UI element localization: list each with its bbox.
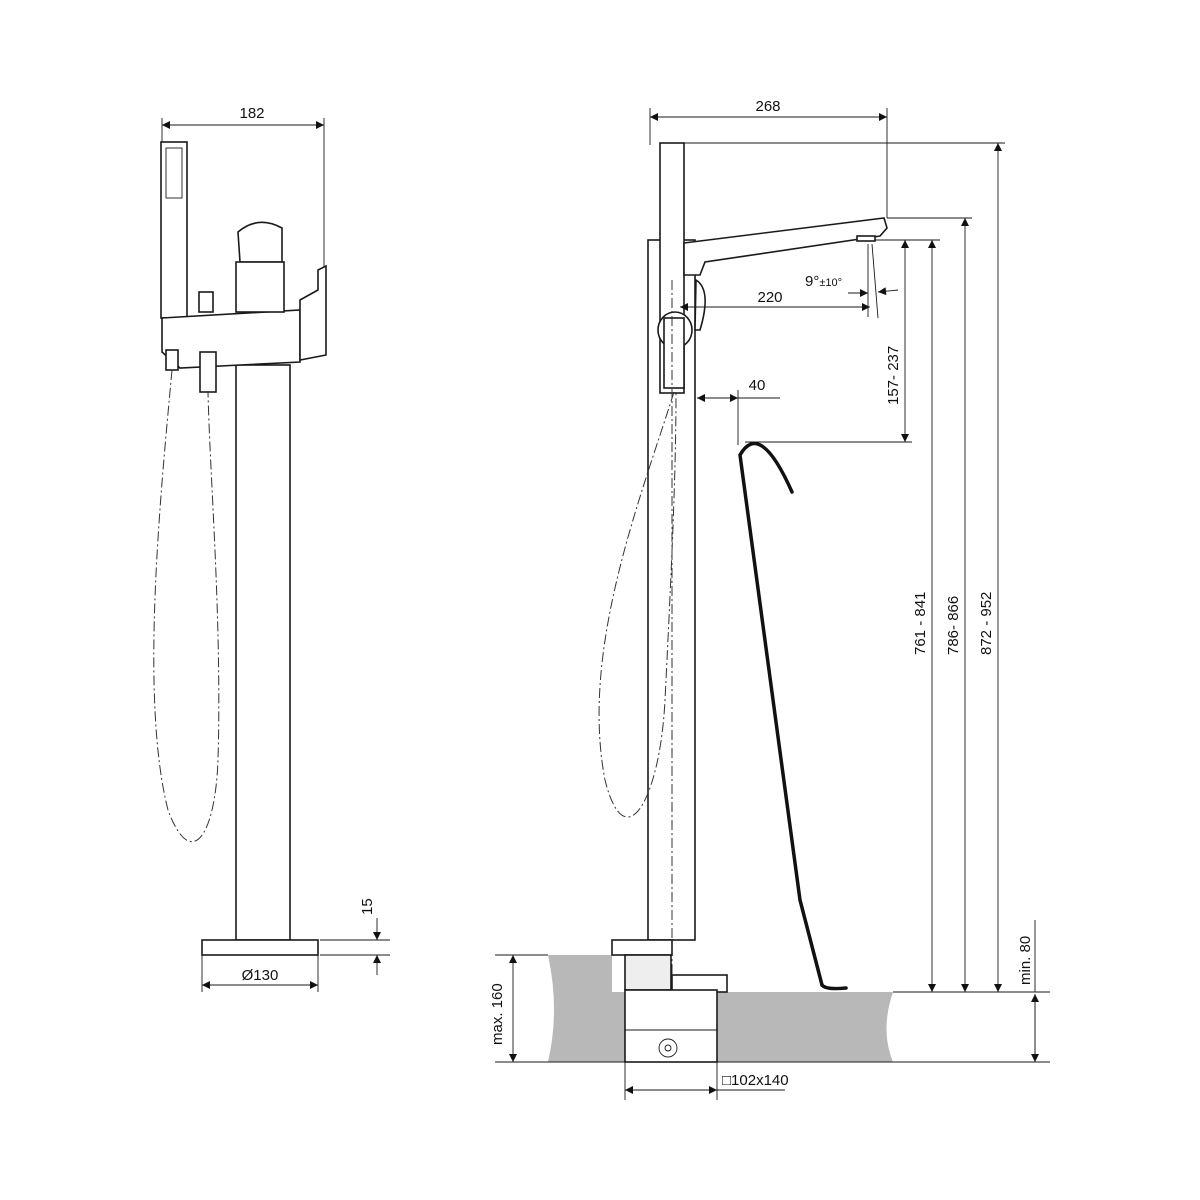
installation-box: [624, 989, 718, 1063]
spout: [683, 217, 888, 276]
hand-shower: [160, 141, 188, 319]
height-1-label: 761 - 841: [912, 592, 929, 655]
side-view: 182 Ø130 15: [153, 105, 390, 992]
angle-label: 9°±10°: [805, 273, 842, 290]
spout-reach-label: 220: [757, 289, 782, 306]
box-size-label: □102x140: [722, 1072, 789, 1089]
base-plate: [201, 939, 319, 956]
base-height-label: 15: [359, 898, 376, 915]
hose: [598, 391, 677, 818]
mixer-body: [161, 309, 301, 369]
width-label: 182: [239, 105, 264, 122]
floor-max-label: max. 160: [489, 983, 506, 1045]
floor-section: [548, 955, 893, 1062]
spout-above-rim-label: 157- 237: [885, 346, 902, 405]
height-2-label: 786- 866: [945, 596, 962, 655]
clearance-label: 40: [749, 377, 766, 394]
front-view: 268 220 9°±10° 40: [489, 98, 1050, 1100]
hose: [153, 369, 220, 843]
width-label: 268: [755, 98, 780, 115]
bathtub-outline: [738, 441, 824, 987]
column: [235, 364, 291, 941]
lever: [237, 221, 283, 263]
base-diameter-label: Ø130: [242, 967, 279, 984]
floor-min-label: min. 80: [1017, 936, 1034, 985]
height-3-label: 872 - 952: [978, 592, 995, 655]
